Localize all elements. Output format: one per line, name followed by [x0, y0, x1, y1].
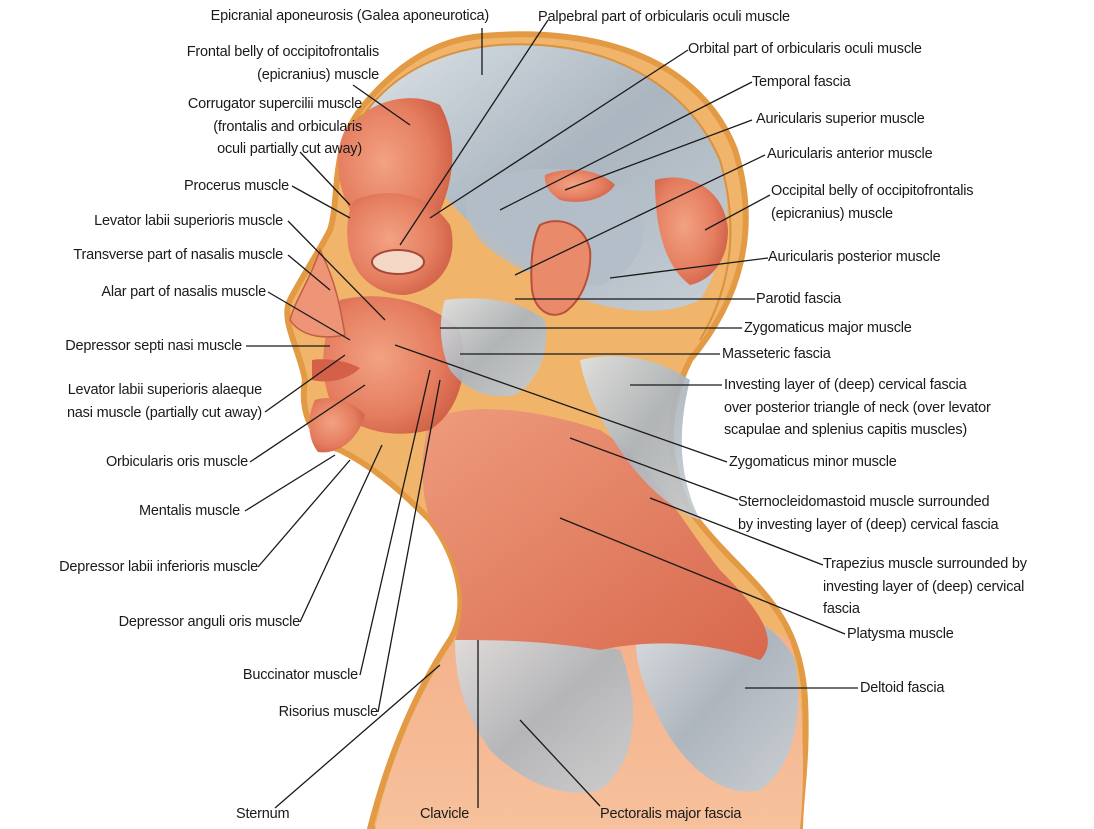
- label-depressor-septi: Depressor septi nasi muscle: [65, 335, 242, 358]
- label-procerus: Procerus muscle: [184, 175, 289, 198]
- label-mentalis: Mentalis muscle: [139, 500, 240, 523]
- label-levator-labii-sup: Levator labii superioris muscle: [94, 210, 283, 233]
- label-zygomaticus-minor: Zygomaticus minor muscle: [729, 451, 897, 474]
- label-zygomaticus-major: Zygomaticus major muscle: [744, 317, 912, 340]
- label-palpebral: Palpebral part of orbicularis oculi musc…: [538, 6, 790, 29]
- label-levator-alaeque: Levator labii superioris alaeque nasi mu…: [67, 379, 262, 424]
- label-auricularis-ant: Auricularis anterior muscle: [767, 143, 932, 166]
- label-galea: Epicranial aponeurosis (Galea aponeuroti…: [211, 5, 489, 28]
- label-buccinator: Buccinator muscle: [243, 664, 358, 687]
- label-sternum: Sternum: [236, 803, 289, 826]
- label-risorius: Risorius muscle: [279, 701, 378, 724]
- label-deltoid-fascia: Deltoid fascia: [860, 677, 944, 700]
- label-clavicle: Clavicle: [420, 803, 469, 826]
- label-orbital: Orbital part of orbicularis oculi muscle: [688, 38, 922, 61]
- label-pectoralis-fascia: Pectoralis major fascia: [600, 803, 741, 826]
- label-corrugator: Corrugator supercilii muscle (frontalis …: [188, 93, 362, 161]
- label-depressor-labii: Depressor labii inferioris muscle: [59, 556, 258, 579]
- label-temporal-fascia: Temporal fascia: [752, 71, 851, 94]
- label-trapezius: Trapezius muscle surrounded by investing…: [823, 553, 1027, 621]
- label-nasalis-transverse: Transverse part of nasalis muscle: [73, 244, 283, 267]
- label-sternocleido: Sternocleidomastoid muscle surrounded by…: [738, 491, 998, 536]
- label-investing-layer: Investing layer of (deep) cervical fasci…: [724, 374, 991, 442]
- eye: [372, 250, 424, 274]
- label-nasalis-alar: Alar part of nasalis muscle: [101, 281, 266, 304]
- label-platysma: Platysma muscle: [847, 623, 954, 646]
- label-occipital-belly: Occipital belly of occipitofrontalis (ep…: [771, 180, 973, 225]
- label-depressor-anguli: Depressor anguli oris muscle: [119, 611, 300, 634]
- label-parotid: Parotid fascia: [756, 288, 841, 311]
- label-auricularis-sup: Auricularis superior muscle: [756, 108, 925, 131]
- label-masseteric: Masseteric fascia: [722, 343, 831, 366]
- label-auricularis-post: Auricularis posterior muscle: [768, 246, 941, 269]
- label-frontal-belly: Frontal belly of occipitofrontalis (epic…: [187, 41, 379, 86]
- label-orbicularis-oris: Orbicularis oris muscle: [106, 451, 248, 474]
